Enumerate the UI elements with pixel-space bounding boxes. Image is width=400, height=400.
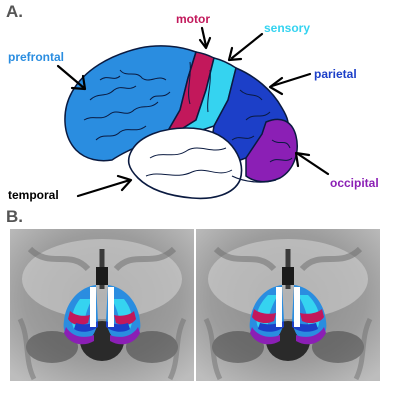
temporal-region xyxy=(127,127,243,200)
thalamus-left-segmentation xyxy=(249,285,284,345)
arrow-motor xyxy=(200,26,208,48)
arrow-parietal xyxy=(270,72,312,88)
brain-lateral-view xyxy=(56,26,330,200)
panel-a-label: A. xyxy=(6,2,23,21)
panel-b-label: B. xyxy=(6,207,23,226)
thalamus-right-segmentation xyxy=(106,285,141,345)
occipital-region xyxy=(245,118,298,183)
thalamus-right-segmentation xyxy=(292,285,327,345)
label-arrows xyxy=(56,26,330,198)
temporal-label: temporal xyxy=(8,188,59,202)
mri-slice-right xyxy=(196,229,380,381)
sulci-lines xyxy=(83,61,293,177)
mri-slice-left xyxy=(10,229,194,381)
cerebellum-outline xyxy=(231,175,277,183)
prefrontal-label: prefrontal xyxy=(8,50,65,64)
arrow-occipital xyxy=(296,152,330,176)
sensory-label: sensory xyxy=(264,21,311,35)
arrow-temporal xyxy=(76,178,132,198)
motor-label: motor xyxy=(176,12,210,26)
thalamus-left-segmentation xyxy=(63,285,98,345)
occipital-label: occipital xyxy=(330,176,379,190)
parietal-label: parietal xyxy=(314,67,357,81)
arrow-prefrontal xyxy=(56,64,86,90)
arrow-sensory xyxy=(230,32,264,60)
